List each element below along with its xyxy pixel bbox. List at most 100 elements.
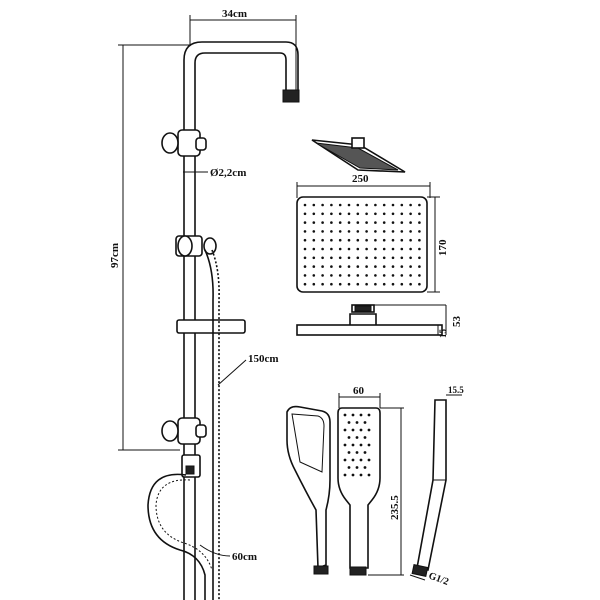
- nozzle-dot: [365, 230, 368, 233]
- hand-nozzle-dot: [359, 413, 363, 417]
- nozzle-dot: [365, 203, 368, 207]
- nozzle-dot: [382, 282, 386, 286]
- nozzle-dot: [338, 238, 342, 242]
- hand-nozzle-dot: [359, 443, 363, 447]
- nozzle-dot: [356, 274, 360, 277]
- nozzle-dot: [356, 221, 360, 224]
- nozzle-dot: [303, 203, 307, 207]
- nozzle-dot: [347, 230, 351, 233]
- nozzle-dot: [330, 221, 333, 224]
- nozzle-dot: [312, 247, 316, 251]
- nozzle-dot: [303, 212, 307, 216]
- hand-nozzle-dot: [347, 436, 351, 439]
- nozzle-dot: [382, 274, 386, 277]
- nozzle-dot: [312, 274, 316, 277]
- nozzle-dot: [347, 274, 351, 277]
- nozzle-dot: [409, 230, 412, 233]
- nozzle-dot: [382, 203, 386, 207]
- nozzle-dot: [347, 203, 351, 207]
- nozzle-dot: [356, 265, 360, 268]
- label-rail-diameter: Ø2,2cm: [210, 167, 246, 179]
- hand-nozzle-dot: [355, 451, 359, 454]
- nozzle-dot: [330, 265, 333, 268]
- nozzle-dot: [365, 247, 368, 251]
- hand-nozzle-dot: [363, 451, 367, 454]
- nozzle-dot: [418, 247, 421, 251]
- nozzle-dot: [365, 221, 368, 224]
- nozzle-dot: [391, 274, 395, 277]
- nozzle-dot: [400, 247, 404, 251]
- nozzle-dot: [400, 203, 404, 207]
- nozzle-dot: [382, 238, 386, 242]
- nozzle-dot: [391, 230, 395, 233]
- nozzle-dot: [418, 238, 421, 242]
- diverter: [181, 454, 201, 478]
- nozzle-dot: [365, 274, 368, 277]
- nozzle-dot: [356, 230, 360, 233]
- nozzle-dot: [312, 212, 316, 216]
- nozzle-dot: [409, 238, 412, 242]
- nozzle-dot: [400, 256, 404, 260]
- nozzle-dot: [347, 212, 351, 216]
- nozzle-dot: [303, 256, 307, 260]
- nozzle-dot: [303, 282, 307, 286]
- label-60: 60: [353, 385, 365, 397]
- nozzle-dot: [321, 212, 324, 216]
- nozzle-dot: [330, 230, 333, 233]
- nozzle-dot: [374, 247, 377, 251]
- nozzle-dot: [321, 203, 324, 207]
- hand-nozzle-dot: [367, 413, 371, 417]
- hand-nozzle-dot: [347, 466, 351, 469]
- nozzle-dot: [409, 212, 412, 216]
- nozzle-dot: [382, 221, 386, 224]
- nozzle-dot: [382, 256, 386, 260]
- label-150cm: 150cm: [248, 353, 279, 365]
- nozzle-dot: [338, 256, 342, 260]
- nozzle-dot: [312, 256, 316, 260]
- nozzle-dot: [356, 212, 360, 216]
- nozzle-dot: [400, 282, 404, 286]
- nozzle-dot: [321, 274, 324, 277]
- hand-nozzle-dot: [359, 473, 363, 477]
- hand-nozzle-dot: [351, 443, 355, 447]
- nozzle-dot: [365, 265, 368, 268]
- dimension-total-height: 97cm: [109, 44, 190, 451]
- sliding-holder: [175, 235, 217, 257]
- nozzle-dot: [409, 247, 412, 251]
- nozzle-dot: [418, 203, 421, 207]
- rail-holder-bottom: [161, 417, 207, 445]
- nozzle-dot: [356, 256, 360, 260]
- hand-nozzle-dot: [355, 466, 359, 469]
- nozzle-dot: [409, 203, 412, 207]
- nozzle-dot: [418, 282, 421, 286]
- shower-rail: [183, 41, 300, 600]
- nozzle-dot: [391, 256, 395, 260]
- label-60cm: 60cm: [232, 551, 257, 563]
- nozzle-dot: [330, 274, 333, 277]
- label-15: 15: [438, 329, 448, 339]
- nozzle-dot: [391, 265, 395, 268]
- nozzle-dot: [382, 265, 386, 268]
- nozzle-dot: [338, 265, 342, 268]
- label-170: 170: [437, 239, 449, 256]
- nozzle-dot: [382, 230, 386, 233]
- nozzle-dot: [312, 265, 316, 268]
- hand-nozzle-dot: [351, 428, 355, 432]
- nozzle-dot: [356, 203, 360, 207]
- nozzle-dot: [391, 238, 395, 242]
- label-250: 250: [352, 173, 369, 185]
- hand-nozzle-dot: [355, 421, 359, 424]
- nozzle-dot: [321, 230, 324, 233]
- nozzle-dot: [338, 230, 342, 233]
- nozzle-dot: [347, 238, 351, 242]
- nozzle-dot: [338, 247, 342, 251]
- dimension-top-width: 34cm: [189, 8, 297, 90]
- nozzle-dot: [365, 256, 368, 260]
- label-15-5: 15.5: [448, 385, 464, 395]
- hand-nozzle-dot: [343, 473, 347, 477]
- nozzle-dot: [400, 265, 404, 268]
- nozzle-dot: [374, 265, 377, 268]
- nozzle-dot: [312, 282, 316, 286]
